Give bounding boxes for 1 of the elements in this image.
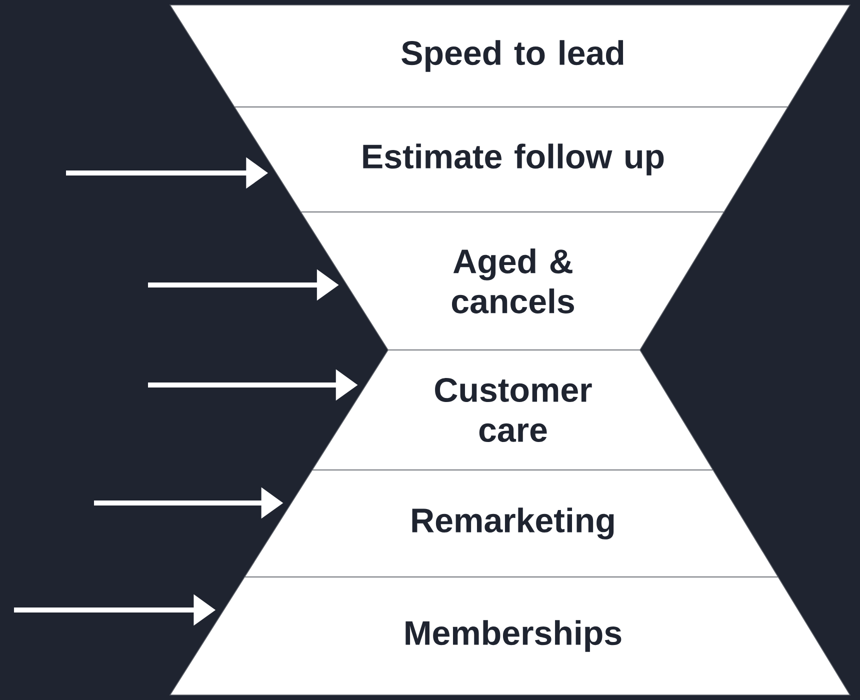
funnel-band: Aged & cancels [300, 212, 725, 350]
